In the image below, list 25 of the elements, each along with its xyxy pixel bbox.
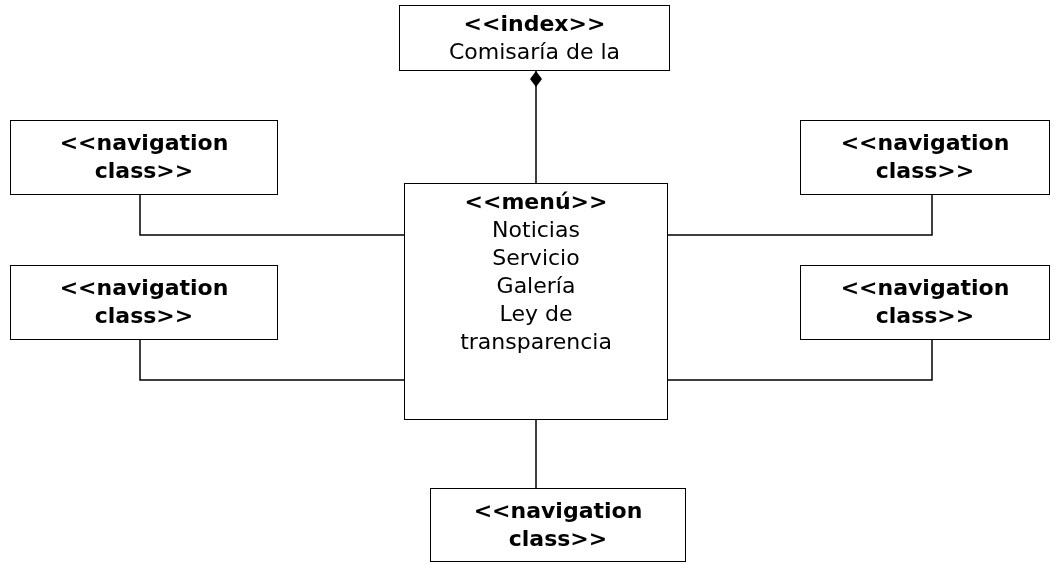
connector-line [535,419,537,489]
connector-line [667,339,933,381]
menu-item: Noticias [491,216,581,244]
composition-line [530,70,542,184]
menu-item: Servicio [491,244,581,272]
stereotype-label: <<navigation class>> [58,274,230,330]
stereotype-label: <<navigation class>> [58,129,230,185]
stereotype-label: <<navigation class>> [472,497,644,553]
menu-item: Ley de transparencia [459,300,613,356]
navigation-class-box [10,120,278,195]
connector-line [139,339,405,381]
stereotype-label: <<navigation class>> [839,274,1011,330]
menu-class-box [404,183,668,420]
connector-line [667,194,933,236]
menu-item: Galería [495,272,577,300]
stereotype-label: <<navigation class>> [839,129,1011,185]
class-name: Comisaría de la [448,38,621,66]
connector-line [139,194,405,236]
stereotype-label: <<menú>> [463,188,609,216]
navigation-class-box [430,488,686,562]
navigation-class-box [800,265,1050,340]
index-class-box [399,5,670,71]
stereotype-label: <<index>> [462,10,607,38]
navigation-class-box [10,265,278,340]
navigation-class-box [800,120,1050,195]
